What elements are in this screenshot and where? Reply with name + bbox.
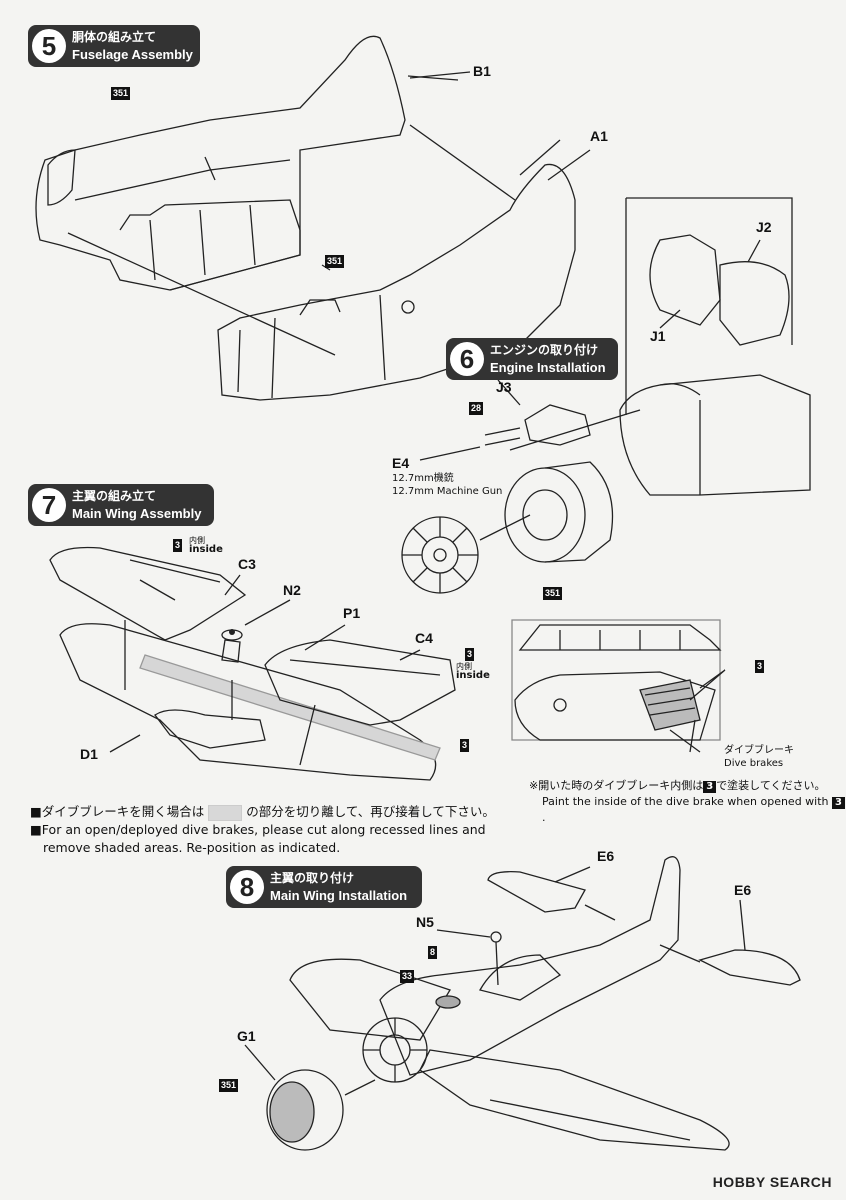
part-label-j1: J1 [650,328,666,344]
step-title-en: Fuselage Assembly [72,47,193,62]
part-label-j3: J3 [496,379,512,395]
step-6-header: 6 エンジンの取り付け Engine Installation [446,338,618,380]
part-label-e4: E4 [392,455,410,471]
color-code-28: 28 [469,402,484,415]
inside-label-jp: 内側 [456,662,472,671]
color-code-8: 8 [428,946,438,959]
stabilizer-e6-left [487,871,586,913]
wing-upper-c4 [264,639,456,726]
dive-brake-open-note: ■ダイブブレーキを開く場合は の部分を切り離して、再び接着して下さい。 ■For… [30,803,495,857]
watermark: HOBBY SEARCH [712,1174,832,1190]
step-7-header: 7 主翼の組み立て Main Wing Assembly [28,484,214,526]
color-code-3: 3 [832,797,845,809]
inside-label-en: inside [456,670,490,681]
paint-note-jp-post: で塗装してください。 [716,779,826,792]
part-label-n5: N5 [416,914,434,930]
step-number: 6 [450,342,484,376]
step-title-jp: 胴体の組み立て [72,30,157,44]
open-note-jp-pre: ■ダイブブレーキを開く場合は [30,804,205,819]
inside-label-c3: 内側 inside [189,536,223,555]
paint-note-jp-pre: ※開いた時のダイブブレーキ内側は [529,779,704,792]
inside-label-c4: 内側 inside [456,662,490,681]
inside-label-en: inside [189,544,223,555]
fuselage-half-a1 [217,163,576,401]
aircraft-fuselage [379,856,681,1076]
step-title-en: Main Wing Installation [270,888,408,903]
gun-caption-en: 12.7mm Machine Gun [392,486,503,497]
color-code-3: 3 [703,781,717,793]
open-note-en-1: ■For an open/deployed dive brakes, pleas… [30,822,486,837]
color-code-351: 351 [325,255,345,268]
step-title-en: Engine Installation [490,360,606,375]
step-title-jp: 主翼の取り付け [270,871,355,885]
step-5-header: 5 胴体の組み立て Fuselage Assembly [28,25,200,67]
cowl-j1-j2 [649,234,721,326]
step-title-jp: エンジンの取り付け [490,343,599,357]
color-code-3: 3 [465,648,475,661]
color-code-351: 351 [543,587,563,600]
inside-label-jp: 内側 [189,536,205,545]
dive-brake-caption: ダイブブレーキ Dive brakes [724,744,794,770]
fuselage-half-b1 [35,35,406,291]
color-code-3: 3 [755,660,765,673]
part-label-c3: C3 [238,556,256,572]
part-label-d1: D1 [80,746,98,762]
gun-j3 [524,404,591,446]
paint-note-en: Paint the inside of the dive brake when … [542,795,829,808]
step-number: 8 [230,870,264,904]
step-title-en: Main Wing Assembly [72,506,202,521]
dive-brake-inset [511,619,721,741]
gun-caption-jp: 12.7mm機銃 [392,473,454,484]
cowl-g1 [266,1069,344,1151]
dive-brake-en: Dive brakes [724,758,784,769]
part-label-b1: B1 [473,63,491,79]
engine-drum [504,467,586,563]
step-8-header: 8 主翼の取り付け Main Wing Installation [226,866,422,908]
part-label-e6-left: E6 [597,848,615,864]
step-title-jp: 主翼の組み立て [72,489,157,503]
dive-brake-jp: ダイブブレーキ [724,745,794,756]
shaded-area-swatch [208,804,243,821]
part-label-n2: N2 [283,582,301,598]
part-label-e6-right: E6 [734,882,752,898]
gun-caption: 12.7mm機銃 12.7mm Machine Gun [392,472,502,498]
step-number: 5 [32,29,66,63]
color-code-33: 33 [400,970,415,983]
color-code-3: 3 [460,739,470,752]
open-note-en-2: remove shaded areas. Re-position as indi… [43,840,341,855]
part-label-c4: C4 [415,630,433,646]
color-code-3: 3 [173,539,183,552]
stabilizer-e6-right [698,949,801,986]
open-note-jp-post: の部分を切り離して、再び接着して下さい。 [246,804,495,819]
part-label-a1: A1 [590,128,608,144]
part-label-p1: P1 [343,605,361,621]
aircraft-wing [289,958,451,1041]
color-code-351: 351 [111,87,131,100]
wing-upper-c3 [49,546,247,641]
part-label-j2: J2 [756,219,772,235]
part-label-g1: G1 [237,1028,256,1044]
color-code-351: 351 [219,1079,239,1092]
step-number: 7 [32,488,66,522]
